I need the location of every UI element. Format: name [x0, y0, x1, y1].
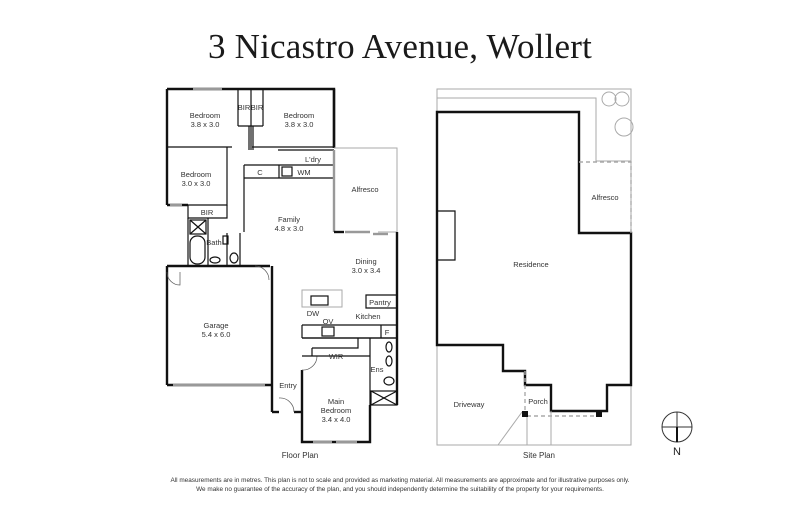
- tree-icon: [601, 91, 634, 137]
- room-main-bedroom-size: 3.4 x 4.0: [322, 415, 351, 424]
- room-bedroom-4-size: 3.0 x 3.0: [182, 179, 211, 188]
- floor-plan: [165, 87, 399, 444]
- disclaimer-line-2: We make no guarantee of the accuracy of …: [196, 485, 604, 493]
- room-entry-name: Entry: [279, 381, 297, 390]
- disclaimer: All measurements are in metres. This pla…: [0, 477, 800, 494]
- page-title: 3 Nicastro Avenue, Wollert: [207, 27, 593, 66]
- fixture-cupboard: C: [257, 168, 263, 177]
- north-compass-icon: N: [661, 411, 693, 458]
- room-family-name: Family: [278, 215, 300, 224]
- site-alfresco-label: Alfresco: [591, 193, 618, 202]
- room-bedroom-2-size: 3.8 x 3.0: [191, 120, 220, 129]
- room-bath-name: Bath: [206, 238, 221, 247]
- room-wir-name: WIR: [329, 352, 344, 361]
- room-ensuite-name: Ens: [371, 365, 384, 374]
- fixture-bir-1: BIR: [238, 103, 251, 112]
- fixture-fridge: F: [385, 328, 390, 337]
- room-bedroom-2-name: Bedroom: [190, 111, 220, 120]
- site-driveway-label: Driveway: [454, 400, 485, 409]
- room-pantry-name: Pantry: [369, 298, 391, 307]
- room-main-bedroom-name-2: Bedroom: [321, 406, 351, 415]
- fixture-oven: OV: [323, 317, 334, 326]
- floor-plan-labels: Bedroom 3.8 x 3.0 Bedroom 3.8 x 3.0 BIR …: [181, 103, 391, 460]
- room-bedroom-3-name: Bedroom: [284, 111, 314, 120]
- compass-north-label: N: [673, 446, 681, 458]
- fixture-dishwasher: DW: [307, 309, 320, 318]
- room-bedroom-4-name: Bedroom: [181, 170, 211, 179]
- room-bedroom-3-size: 3.8 x 3.0: [285, 120, 314, 129]
- floor-plan-caption: Floor Plan: [282, 451, 318, 460]
- room-alfresco-name: Alfresco: [351, 185, 378, 194]
- room-main-bedroom-name-1: Main: [328, 397, 344, 406]
- site-residence-label: Residence: [513, 260, 548, 269]
- fixture-washing-machine: WM: [297, 168, 310, 177]
- site-plan: Driveway Porch Residence Alfresco Site P…: [435, 88, 634, 460]
- site-porch-label: Porch: [528, 397, 548, 406]
- room-kitchen-name: Kitchen: [355, 312, 380, 321]
- room-garage-name: Garage: [203, 321, 228, 330]
- room-garage-size: 5.4 x 6.0: [202, 330, 231, 339]
- site-plan-caption: Site Plan: [523, 451, 555, 460]
- room-dining-size: 3.0 x 3.4: [352, 266, 381, 275]
- room-laundry-name: L'dry: [305, 155, 321, 164]
- fixture-bir-2: BIR: [251, 103, 264, 112]
- room-dining-name: Dining: [355, 257, 376, 266]
- fixture-bir-3: BIR: [201, 208, 214, 217]
- disclaimer-line-1: All measurements are in metres. This pla…: [170, 477, 630, 484]
- room-family-size: 4.8 x 3.0: [275, 224, 304, 233]
